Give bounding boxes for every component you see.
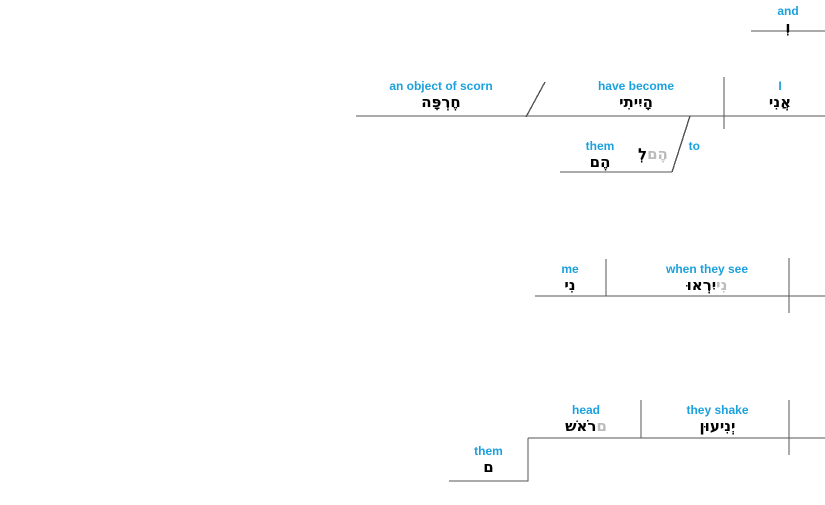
clause3-object-visible: רֹאשׁ — [565, 417, 597, 435]
clause1-prep-object-gloss: them — [585, 139, 615, 153]
clause3-object-ghost: ם — [596, 417, 607, 435]
clause2-predicate-ghost: נִי — [716, 276, 728, 294]
clause2-object-gloss: me — [561, 262, 579, 276]
clause1-prep-connector — [671, 115, 691, 173]
clause1-preposition-hebrew: הֶםלְ — [638, 139, 668, 169]
clause3-suffix-hebrew: ם — [483, 458, 494, 476]
clause3-object-unit[interactable]: head םרֹאשׁ — [545, 403, 627, 435]
clause2-predicate-unit[interactable]: when they see נִייִרְאוּ — [628, 262, 786, 294]
clause1-preposition-gloss: to — [688, 139, 700, 153]
clause3-suffix-unit[interactable]: them ם — [449, 444, 528, 476]
clause3-predicate-unit[interactable]: they shake יְנִיעוּן — [650, 403, 785, 435]
clause1-predicate-hebrew: הָיִיתִי — [619, 93, 653, 111]
clause2-object-unit[interactable]: me נִי — [535, 262, 605, 294]
clause2-predicate-visible: יִרְאוּ — [686, 276, 717, 294]
clause1-complement-hebrew: חֶרְפָּה — [421, 93, 461, 111]
clause3-predicate-gloss: they shake — [686, 403, 749, 417]
clause2-predicate-hebrew: נִייִרְאוּ — [628, 276, 786, 294]
clause3-suffix-gloss: them — [474, 444, 503, 458]
clause3-predicate-hebrew: יְנִיעוּן — [699, 417, 736, 435]
clause1-complement-gloss: an object of scorn — [389, 79, 493, 93]
clause2-predicate-gloss: when they see — [665, 262, 749, 276]
clause2-object-hebrew: נִי — [564, 276, 576, 294]
clause1-preposition-ghost: הֶם — [647, 145, 668, 163]
clause1-subject-gloss: I — [778, 79, 782, 93]
clause3-suffix-step — [449, 438, 529, 482]
clause3-object-hebrew: םרֹאשׁ — [545, 417, 627, 435]
clause1-subject-hebrew: אֲנִי — [768, 93, 792, 111]
clause1-preposition-unit[interactable]: to הֶםלְ — [638, 139, 700, 163]
clause1-predicate-unit[interactable]: have become הָיִיתִי — [556, 79, 716, 111]
clause1-prep-object-hebrew: הֶם — [589, 153, 611, 171]
clause1-prep-object-unit[interactable]: them הֶם — [560, 139, 640, 171]
clause1-complement-unit[interactable]: an object of scorn חֶרְפָּה — [356, 79, 526, 111]
conjunction-unit[interactable]: and וְ — [751, 4, 825, 36]
conjunction-hebrew: וְ — [785, 18, 791, 36]
clause1-preposition-visible: לְ — [638, 145, 648, 163]
clause3-object-gloss: head — [571, 403, 600, 417]
conjunction-gloss: and — [777, 4, 799, 18]
clause1-subject-unit[interactable]: I אֲנִי — [735, 79, 825, 111]
clause1-predicate-gloss: have become — [597, 79, 675, 93]
clause1-complement-slash — [525, 81, 546, 118]
